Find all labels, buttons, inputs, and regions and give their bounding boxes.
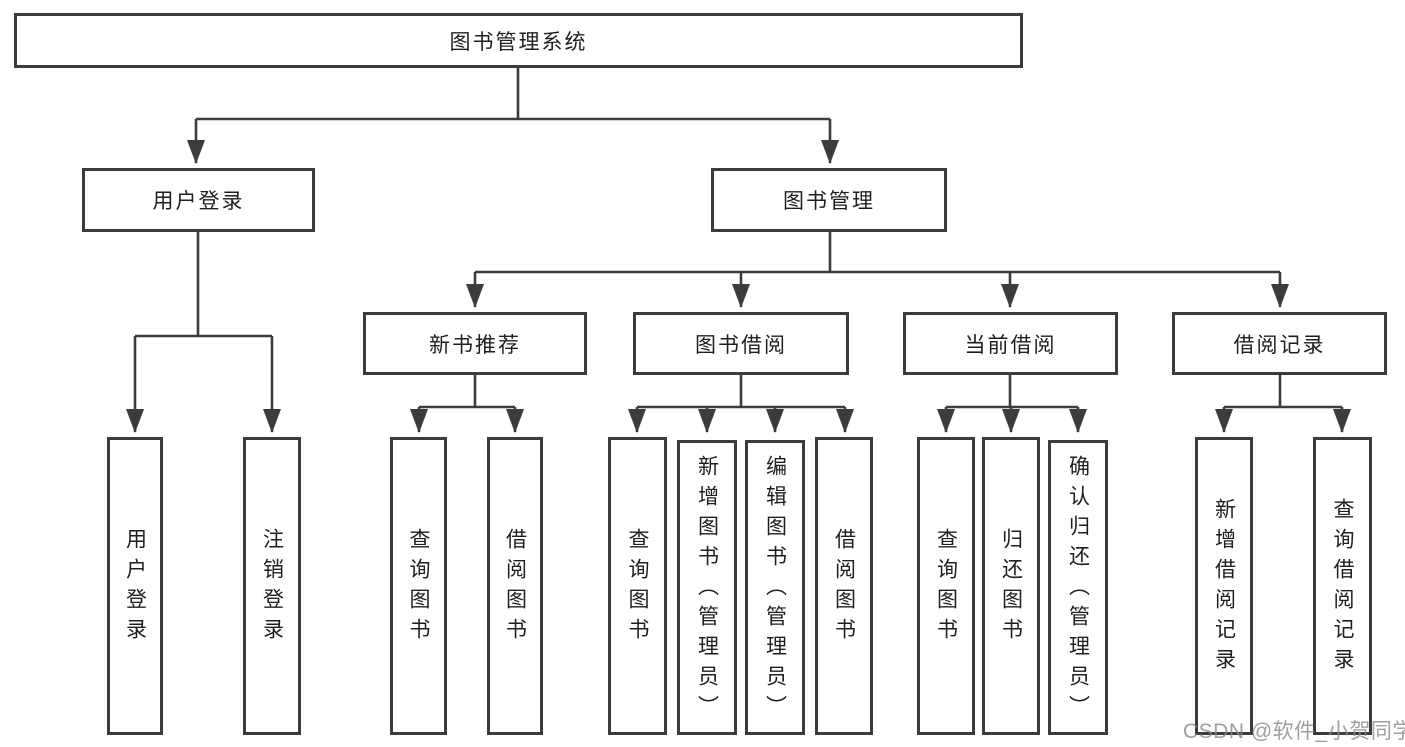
node-new-book-recommend: 新书推荐 xyxy=(363,312,587,375)
leaf-return-books: 归还图书 xyxy=(982,437,1040,735)
watermark: CSDN @软件_小贺同学 xyxy=(1183,720,1405,743)
leaf-label: 查询图书 xyxy=(934,528,958,648)
node-user-login: 用户登录 xyxy=(82,168,315,232)
node-label: 图书借阅 xyxy=(695,333,787,357)
node-label: 借阅记录 xyxy=(1233,333,1326,357)
leaf-add-book-admin: 新增图书（管理员） xyxy=(677,440,737,735)
node-label: 图书管理 xyxy=(783,190,875,213)
node-label: 图书管理系统 xyxy=(449,30,588,54)
node-book-management: 图书管理 xyxy=(711,168,947,232)
node-label: 当前借阅 xyxy=(964,333,1057,357)
node-current-borrow: 当前借阅 xyxy=(903,312,1118,375)
leaf-label: 新增图书（管理员） xyxy=(695,454,719,725)
leaf-label: 查询图书 xyxy=(407,528,430,648)
node-label: 用户登录 xyxy=(152,190,245,213)
leaf-query-books-borrow: 查询图书 xyxy=(608,437,667,735)
leaf-label: 注销登录 xyxy=(260,528,284,648)
leaf-label: 查询图书 xyxy=(626,528,649,648)
leaf-label: 用户登录 xyxy=(123,528,147,648)
leaf-user-login: 用户登录 xyxy=(107,437,163,735)
node-book-borrow: 图书借阅 xyxy=(633,312,849,375)
node-label: 新书推荐 xyxy=(429,333,521,357)
leaf-query-books-recommend: 查询图书 xyxy=(390,437,447,735)
leaf-borrow-books: 借阅图书 xyxy=(815,437,873,735)
leaf-query-borrow-record: 查询借阅记录 xyxy=(1313,437,1372,735)
leaf-label: 借阅图书 xyxy=(832,528,856,648)
leaf-borrow-books-recommend: 借阅图书 xyxy=(487,437,543,735)
node-library-management-system: 图书管理系统 xyxy=(14,13,1023,68)
leaf-edit-book-admin: 编辑图书（管理员） xyxy=(745,440,805,735)
leaf-add-borrow-record: 新增借阅记录 xyxy=(1195,437,1253,735)
leaf-logout: 注销登录 xyxy=(243,437,301,735)
leaf-label: 新增借阅记录 xyxy=(1212,498,1236,678)
leaf-label: 归还图书 xyxy=(999,528,1023,648)
leaf-label: 编辑图书（管理员） xyxy=(763,454,787,725)
leaf-label: 查询借阅记录 xyxy=(1331,498,1354,678)
leaf-query-books-current: 查询图书 xyxy=(917,437,975,735)
node-borrow-records: 借阅记录 xyxy=(1172,312,1387,375)
leaf-label: 借阅图书 xyxy=(503,528,527,648)
leaf-confirm-return-admin: 确认归还（管理员） xyxy=(1048,440,1108,735)
leaf-label: 确认归还（管理员） xyxy=(1066,454,1090,725)
